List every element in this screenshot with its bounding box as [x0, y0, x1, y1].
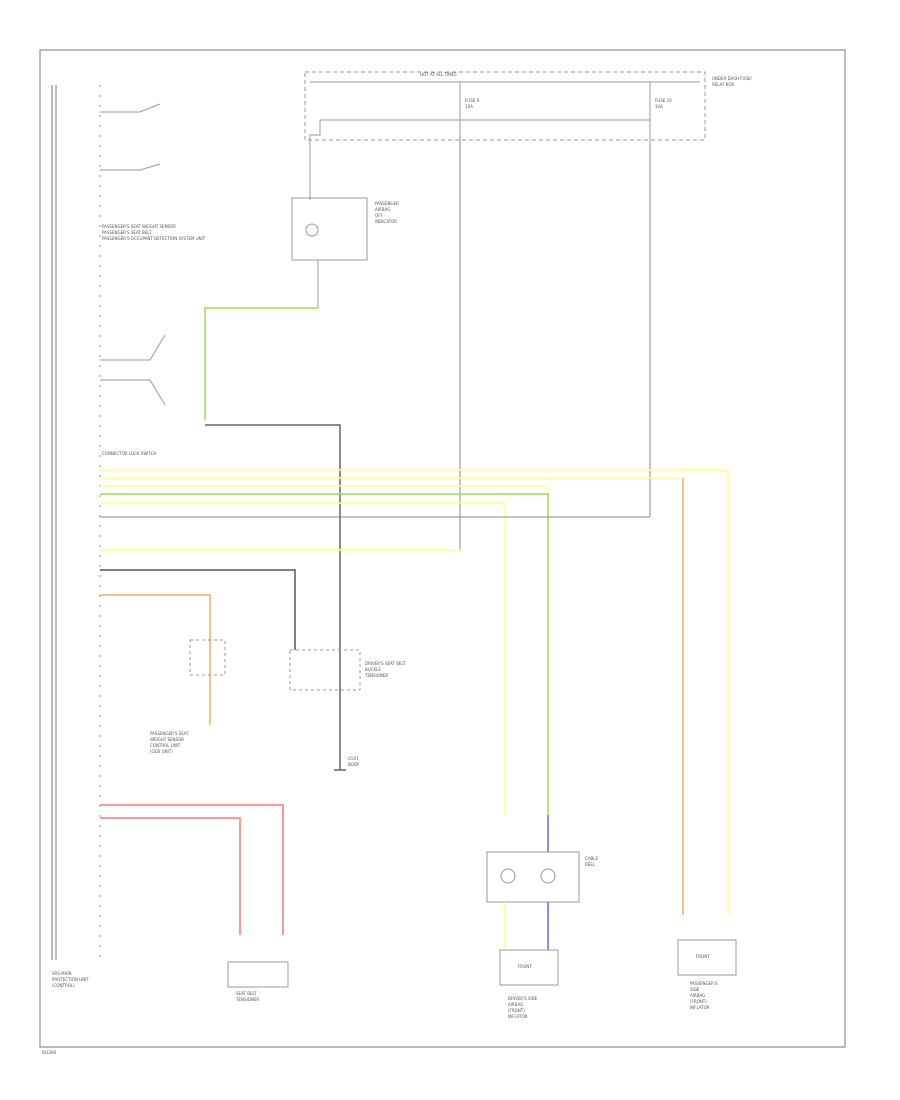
wire-yellow-3 — [100, 485, 549, 495]
wire-left-feed — [309, 120, 321, 200]
underdash-fuse-label: UNDER-DASH FUSE/RELAY BOX — [712, 76, 752, 87]
seat-belt-tensioner-box — [227, 961, 289, 988]
driver-inflator-box — [499, 949, 559, 986]
connector-lock-label: CONNECTOR LOCK SWITCH — [102, 451, 157, 456]
indicator-bulb-icon — [305, 223, 319, 237]
driver-inflator-box-label: FRONT — [518, 964, 532, 969]
cable-reel-coil-right-icon — [540, 868, 556, 884]
switch-seat-pos-a — [100, 334, 166, 361]
passenger-inflator-box — [677, 939, 737, 976]
wire-dark-ods — [100, 569, 296, 650]
wire-yellow-5 — [100, 502, 506, 815]
wire-yellow-1 — [100, 469, 729, 915]
ods-connector-box — [289, 649, 361, 691]
wire-pink-2 — [100, 817, 241, 935]
switch-seat-pos-b — [100, 379, 166, 406]
hot-at-all-times-label: HOT AT ALL TIMES — [420, 72, 457, 77]
switch-top — [100, 103, 161, 113]
underdash-fuse-box — [304, 71, 706, 141]
cable-reel-coil-left-icon — [500, 868, 516, 884]
wire-yellow-4 — [100, 493, 549, 815]
passenger-inflator-box-label: FRONT — [696, 954, 710, 959]
wire-green-indicator — [204, 307, 318, 420]
wire-pink-1 — [100, 804, 284, 935]
cable-reel-box — [486, 851, 580, 903]
switch-second — [100, 163, 161, 171]
passenger-indicator-box — [291, 197, 368, 261]
diagram-frame — [39, 49, 846, 1048]
footer-code: W3396 — [42, 1050, 57, 1055]
wire-orange-sensor — [100, 594, 211, 725]
seat-sensor-box — [189, 639, 226, 676]
wire-gray-connector — [205, 424, 341, 770]
